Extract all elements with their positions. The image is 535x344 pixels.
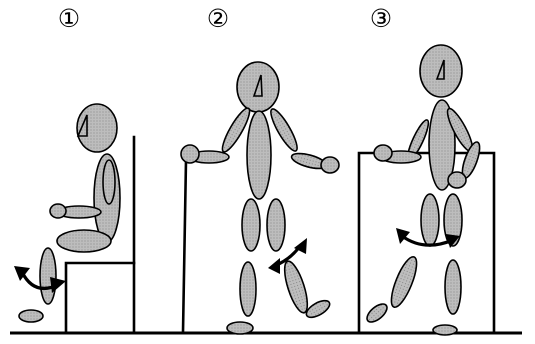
step-number-2: ② bbox=[203, 4, 233, 34]
upper-arm bbox=[103, 160, 115, 204]
seated-figure bbox=[14, 104, 134, 332]
arrow-head-right bbox=[50, 277, 66, 293]
head bbox=[237, 62, 279, 112]
right-upper-arm bbox=[267, 106, 301, 154]
thigh bbox=[57, 230, 111, 252]
swinging-shin bbox=[386, 254, 421, 310]
swinging-thigh bbox=[421, 194, 439, 246]
right-foot bbox=[304, 297, 333, 320]
head bbox=[420, 45, 462, 97]
standing-figure-at-table bbox=[359, 45, 494, 335]
standing-figure-with-cane bbox=[181, 62, 339, 334]
left-hand bbox=[181, 145, 199, 163]
right-hand bbox=[321, 157, 339, 173]
lower-leg bbox=[40, 248, 56, 304]
left-foot bbox=[227, 322, 253, 334]
hand bbox=[50, 204, 66, 218]
back-hand bbox=[374, 145, 392, 161]
left-shin bbox=[240, 262, 256, 316]
right-thigh bbox=[267, 199, 285, 251]
standing-shin bbox=[445, 260, 461, 314]
front-hand bbox=[448, 172, 466, 188]
cane bbox=[183, 160, 186, 332]
step-number-3: ③ bbox=[366, 4, 396, 34]
step-number-1: ① bbox=[54, 4, 84, 34]
swinging-foot bbox=[364, 301, 390, 326]
arrow-head-left bbox=[268, 258, 280, 274]
arrow-head-left bbox=[396, 228, 410, 244]
chair-seat bbox=[66, 263, 134, 332]
standing-foot bbox=[433, 325, 457, 335]
right-shin bbox=[280, 259, 312, 315]
torso bbox=[247, 111, 271, 199]
head bbox=[77, 104, 117, 152]
foot bbox=[19, 310, 43, 322]
left-thigh bbox=[242, 199, 260, 251]
